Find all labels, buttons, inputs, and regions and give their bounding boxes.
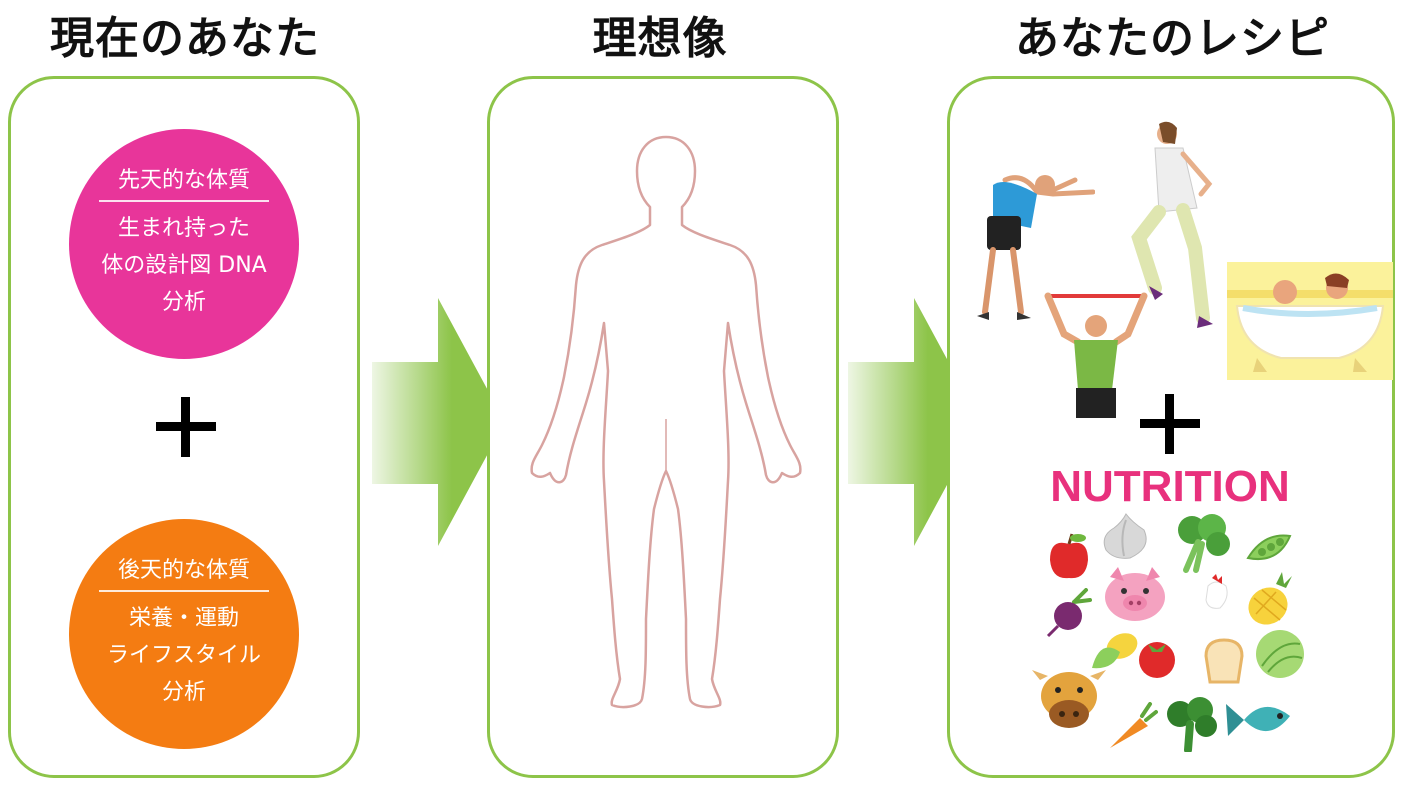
pea-pod-icon [1246, 534, 1292, 560]
bath-family-icon [1227, 262, 1393, 380]
heading-ideal: 理想像 [592, 13, 728, 64]
beet-icon [1046, 588, 1092, 638]
corn-icon [1092, 633, 1138, 669]
carrot-icon [1110, 702, 1158, 748]
band-exercise-man-icon [1044, 292, 1148, 418]
innate-title: 先天的な体質 [117, 168, 250, 193]
tomato-icon [1139, 642, 1175, 678]
arrow-right-icon [372, 298, 505, 546]
pineapple-icon [1248, 572, 1292, 625]
plus-icon [156, 397, 216, 457]
garlic-icon [1103, 513, 1147, 559]
cabbage-icon [1256, 630, 1304, 678]
walking-woman-icon [1131, 121, 1213, 328]
arrow-right-icon [848, 298, 981, 546]
innate-body: 生まれ持った 体の設計図 DNA 分析 [101, 216, 267, 315]
nutrition-label: NUTRITION [1050, 462, 1290, 511]
panel-current: 先天的な体質 生まれ持った 体の設計図 DNA 分析 後天的な体質 栄養・運動 … [8, 76, 360, 778]
apple-icon [1050, 533, 1088, 579]
heading-recipe: あなたのレシピ [1015, 13, 1330, 64]
innate-constitution-circle: 先天的な体質 生まれ持った 体の設計図 DNA 分析 [69, 129, 299, 359]
heading-current: 現在のあなた [50, 13, 320, 64]
pig-icon [1105, 567, 1165, 621]
chicken-icon [1205, 574, 1228, 609]
innate-divider [99, 200, 269, 202]
acquired-title: 後天的な体質 [117, 558, 250, 583]
acquired-constitution-circle: 後天的な体質 栄養・運動 ライフスタイル 分析 [69, 519, 299, 749]
stretching-man-icon [977, 175, 1095, 320]
acquired-divider [99, 590, 269, 592]
broccoli-icon [1178, 514, 1230, 573]
plus-icon [1140, 394, 1200, 454]
acquired-body: 栄養・運動 ライフスタイル 分析 [106, 606, 261, 705]
cow-icon [1032, 670, 1106, 728]
panel-ideal [487, 76, 839, 778]
bread-icon [1204, 638, 1244, 684]
human-body-outline-icon [530, 135, 802, 709]
broccoli-icon [1167, 697, 1217, 752]
fish-icon [1226, 704, 1290, 736]
